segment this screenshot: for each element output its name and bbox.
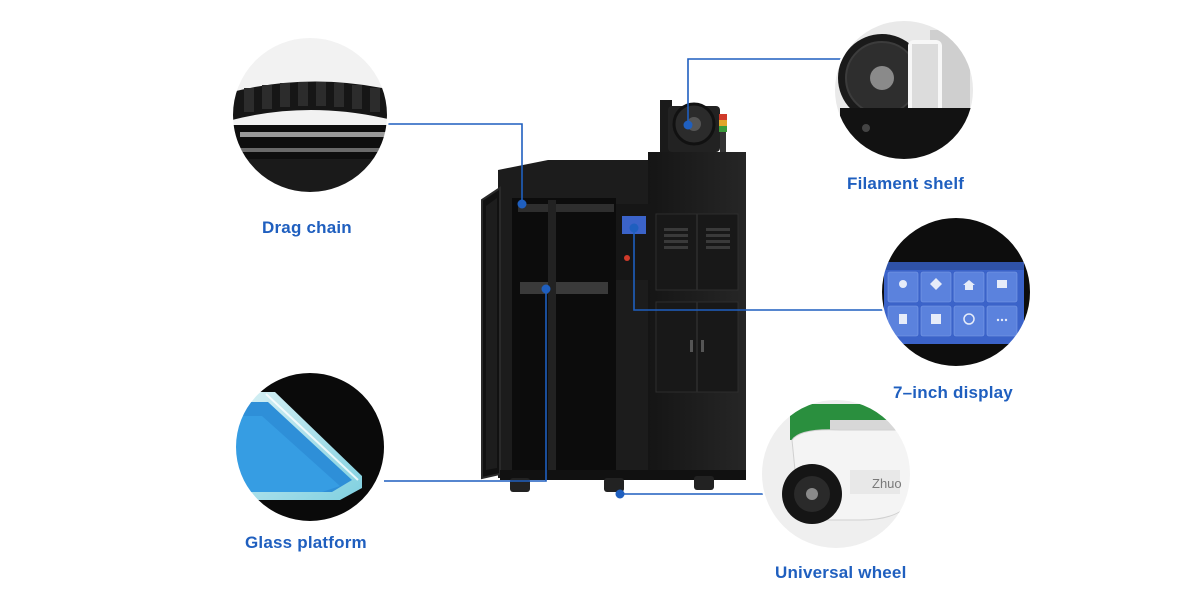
top-spool-holder (660, 100, 727, 154)
glass-plate-photo (234, 371, 386, 523)
printer-machine (481, 100, 746, 492)
callout-dots (517, 120, 693, 499)
glass-platform-leader (384, 289, 547, 482)
display-label: 7–inch display (893, 383, 1013, 402)
wheel-brand-text: Zhuo (872, 476, 902, 491)
drag-chain-label: Drag chain (262, 218, 352, 237)
display-leader (633, 228, 884, 311)
filament-shelf-leader (687, 58, 842, 125)
drag-chain-photo (231, 36, 389, 194)
universal-wheel-label: Universal wheel (775, 563, 907, 582)
filament-shelf-label: Filament shelf (847, 174, 965, 193)
filament-spool-photo (833, 19, 975, 161)
caster-wheel-photo: Zhuo (760, 398, 912, 550)
callout-lines (384, 58, 884, 495)
drag-chain-leader (385, 123, 523, 204)
glass-platform-label: Glass platform (245, 533, 367, 552)
touch-display-photo (880, 216, 1032, 368)
